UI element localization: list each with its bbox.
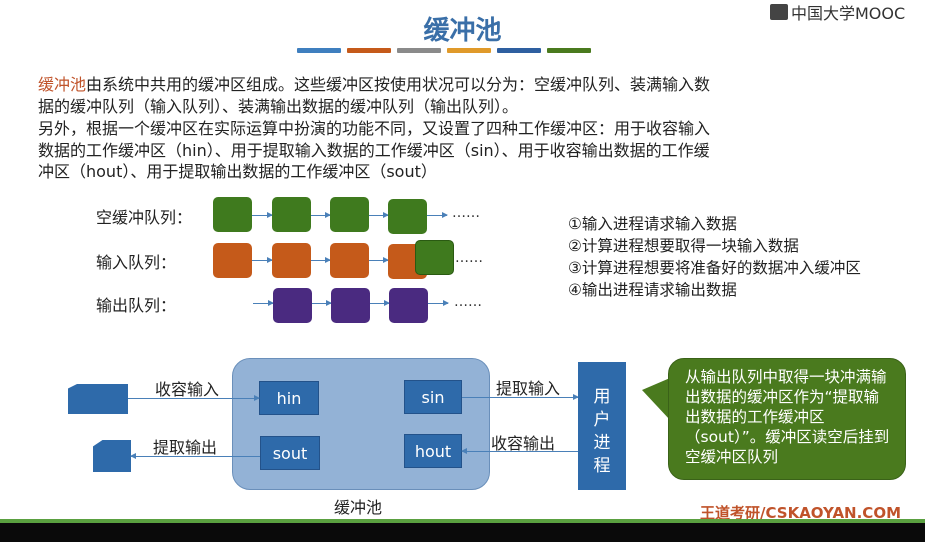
empty-buffer: [213, 197, 252, 232]
step-1: ①输入进程请求输入数据: [568, 215, 737, 233]
output-buffer: [273, 288, 312, 323]
footer-line: [0, 519, 925, 523]
intro-paragraph-2: 另外，根据一个缓冲区在实际运算中扮演的功能不同，又设置了四种工作缓冲区：用于收容…: [38, 118, 838, 183]
extract-output-label: 提取输出: [153, 438, 218, 457]
step-3: ③计算进程想要将准备好的数据冲入缓冲区: [568, 259, 861, 277]
arrow: [369, 212, 389, 218]
divider-segment: [297, 48, 341, 53]
user-process: 用户进程: [578, 362, 626, 490]
logo-text: 中国大学MOOC: [791, 4, 906, 23]
empty-buffer-moving: [415, 240, 454, 275]
input-device-icon: [68, 384, 128, 414]
slide-title: 缓冲池: [423, 16, 502, 46]
step-2: ②计算进程想要取得一块输入数据: [568, 237, 799, 255]
empty-queue-label: 空缓冲队列：: [96, 208, 193, 227]
extract-output-arrow: [130, 453, 260, 459]
output-buffer: [331, 288, 370, 323]
arrow: [311, 212, 331, 218]
intro-text: 据的缓冲队列（输入队列）、装满输出数据的缓冲队列（输出队列）。: [38, 96, 519, 116]
divider-segment: [497, 48, 541, 53]
intro-paragraph-1: 缓冲池由系统中共用的缓冲区组成。这些缓冲区按使用状况可以分为：空缓冲队列、装满输…: [38, 74, 838, 117]
collect-input-label: 收容输入: [155, 380, 220, 399]
highlight-term: 缓冲池: [38, 75, 87, 94]
footer-watermark: 王道考研/CSKAOYAN.COM: [700, 504, 901, 522]
sout-buffer: sout: [260, 436, 320, 470]
intro-text: 由系统中共用的缓冲区组成。这些缓冲区按使用状况可以分为：空缓冲队列、装满输入数: [86, 75, 711, 94]
video-bottom-bar: [0, 523, 925, 542]
divider-segment: [547, 48, 591, 53]
buffer-pool: [232, 358, 490, 490]
step-4: ④输出进程请求输出数据: [568, 281, 737, 299]
divider-segment: [397, 48, 441, 53]
callout-pointer: [642, 378, 670, 420]
output-buffer: [389, 288, 428, 323]
arrow: [428, 300, 449, 306]
ellipsis: ……: [454, 294, 482, 310]
collect-output-label: 收容输出: [491, 434, 556, 453]
empty-buffer: [272, 197, 311, 232]
buffer-pool-label: 缓冲池: [334, 498, 383, 517]
arrow: [311, 257, 331, 263]
extract-input-arrow: [462, 394, 579, 400]
arrow: [252, 212, 273, 218]
callout-note: 从输出队列中取得一块冲满输出数据的缓冲区作为“提取输出数据的工作缓冲区（sout…: [668, 358, 906, 480]
mooc-logo-icon: [770, 4, 788, 20]
arrow: [252, 257, 273, 263]
collect-output-arrow: [461, 448, 578, 454]
ellipsis: ……: [452, 205, 480, 221]
arrow: [370, 300, 390, 306]
divider-segment: [347, 48, 391, 53]
divider-segment: [447, 48, 491, 53]
intro-text: 数据的工作缓冲区（hin）、用于提取输入数据的工作缓冲区（sin）、用于收容输出…: [38, 140, 710, 160]
user-process-label: 用户进程: [593, 387, 611, 476]
input-buffer: [213, 243, 252, 278]
input-queue-label: 输入队列：: [96, 253, 177, 272]
input-buffer: [330, 243, 369, 278]
arrow: [369, 257, 389, 263]
input-buffer: [272, 243, 311, 278]
intro-text: 冲区（hout）、用于提取输出数据的工作缓冲区（sout）: [38, 162, 437, 181]
empty-buffer: [388, 199, 427, 234]
arrow: [253, 300, 274, 306]
arrow: [427, 212, 448, 218]
sin-buffer: sin: [404, 380, 462, 414]
arrow: [312, 300, 332, 306]
output-queue-label: 输出队列：: [96, 296, 177, 315]
hout-buffer: hout: [404, 434, 462, 468]
ellipsis: ……: [455, 250, 483, 266]
extract-input-label: 提取输入: [496, 379, 561, 398]
output-device-icon: [93, 440, 131, 472]
mooc-logo: 中国大学MOOC: [770, 0, 905, 24]
intro-text: 另外，根据一个缓冲区在实际运算中扮演的功能不同，又设置了四种工作缓冲区：用于收容…: [38, 119, 711, 138]
empty-buffer: [330, 197, 369, 232]
hin-buffer: hin: [259, 381, 319, 415]
collect-input-arrow: [128, 395, 260, 401]
